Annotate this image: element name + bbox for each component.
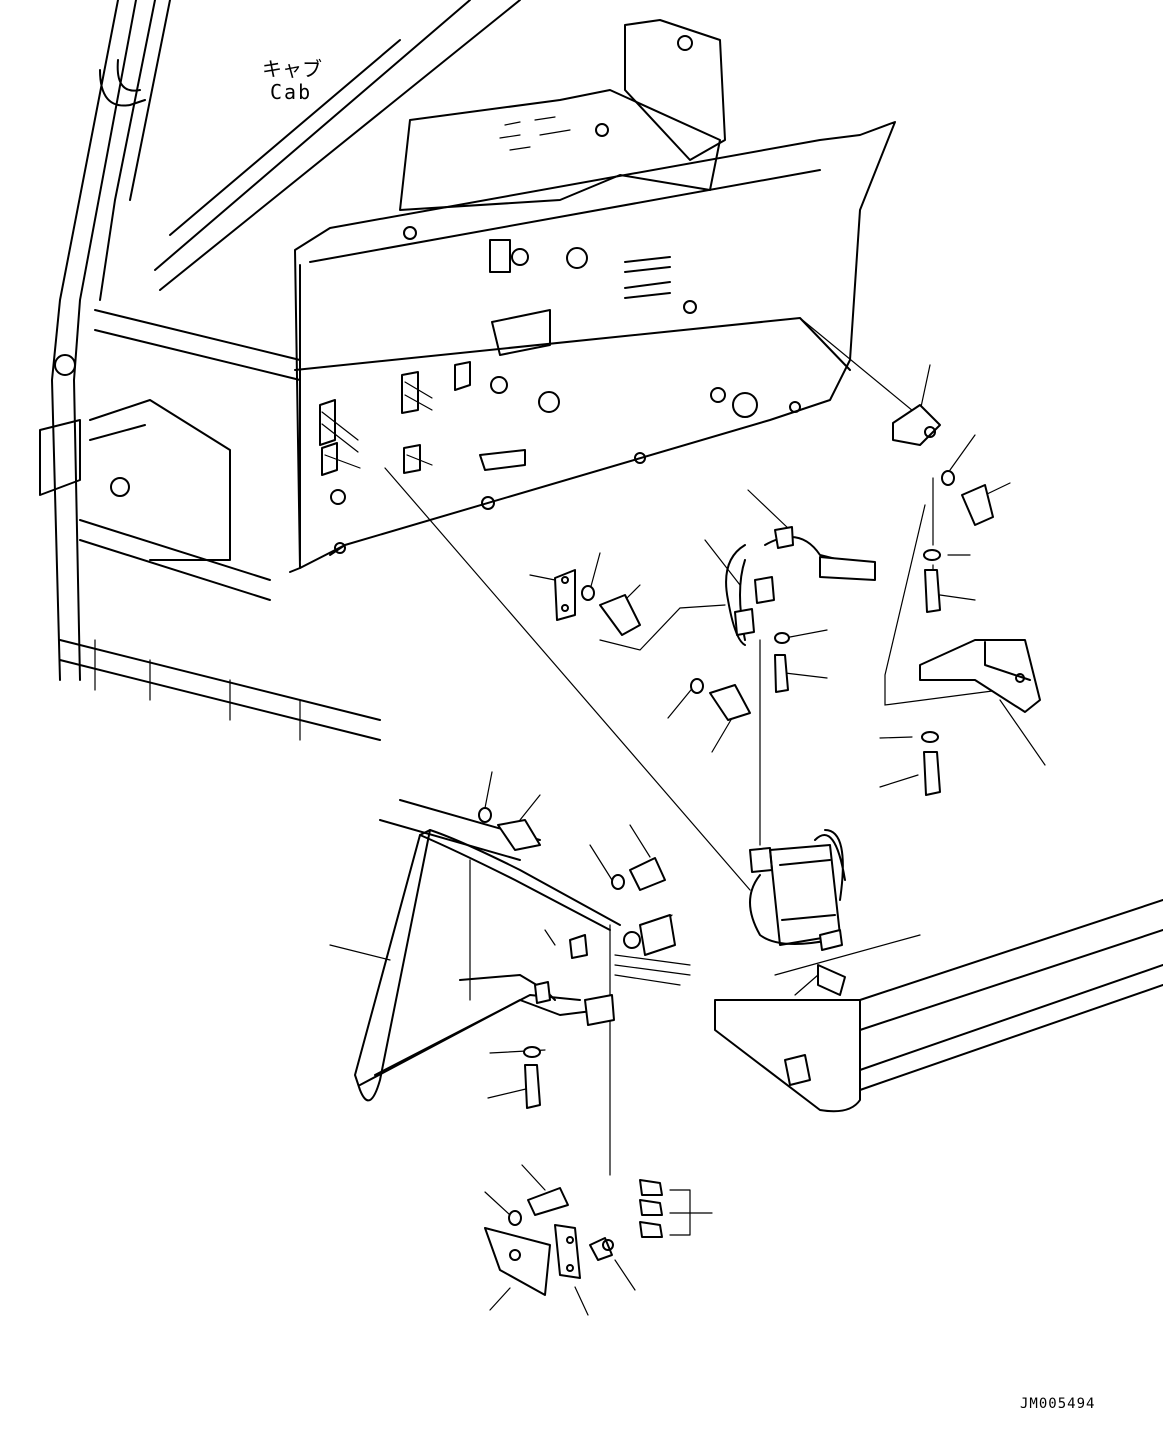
cab-label-japanese: キャブ [262, 57, 322, 81]
leader-lines [329, 317, 1046, 1316]
controller-harness [554, 526, 1041, 796]
cab-label-english: Cab [270, 80, 312, 104]
cab-frame [39, 0, 541, 861]
bottom-bracket-assembly [484, 1179, 663, 1296]
lower-harness [354, 807, 691, 1109]
floor-frame-right [714, 899, 1163, 1113]
upper-bracket-assembly [892, 404, 994, 526]
control-unit [749, 829, 846, 996]
drawing-code: JM005494 [1020, 1396, 1095, 1412]
dashboard-panel [289, 19, 896, 573]
